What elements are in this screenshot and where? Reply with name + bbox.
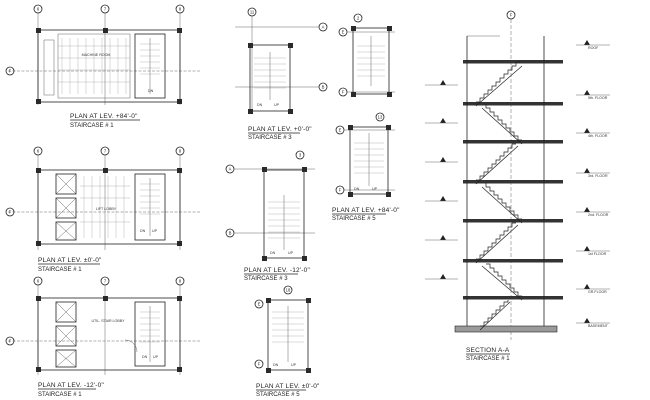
grid-bubble [295, 150, 305, 160]
grid-bubble [175, 276, 185, 286]
plan-small-top: 2 E F [338, 13, 395, 97]
section-title: SECTION A-A [466, 347, 510, 354]
plan-subtitle: STAIRCASE # 5 [332, 216, 376, 222]
section-a-a: F [425, 10, 610, 362]
stair-direction: DN [142, 355, 148, 359]
room-label: MACHINE ROOM [82, 53, 111, 57]
grid-bubble-label: F [339, 188, 342, 193]
grid-bubble-label: 8 [179, 149, 182, 154]
stair-direction: DN [354, 187, 360, 191]
stair-direction: DN [270, 251, 276, 255]
plan-title: PLAN AT LEV. +84'-0" [70, 113, 138, 120]
stair-direction: DN [140, 229, 146, 233]
grid-bubble [254, 299, 264, 309]
plan-title: PLAN AT LEV. ±0'-0" [256, 383, 320, 390]
grid-bubble-label: 13 [378, 115, 383, 120]
plan-subtitle: STAIRCASE # 1 [38, 267, 82, 273]
grid-bubble-label: 11 [250, 10, 255, 15]
grid-bubble [100, 276, 110, 286]
grid-bubble-label: E [258, 302, 261, 307]
plan-staircase-3-lower: 3 A B DN UP PLAN AT LEV. -12'-0" STAIRCA… [225, 150, 315, 282]
plan-staircase-5-upper: 13 E F DN UP PLAN AT LEV. +84'-0" STAIRC… [332, 112, 400, 222]
stair-direction: DN [257, 103, 263, 107]
grid-bubble [100, 146, 110, 156]
plan-machine-room: 6 7 8 F MACHINE ROOM DN PLAN AT LEV. +84… [5, 4, 200, 129]
plan-subtitle: STAIRCASE # 1 [38, 392, 82, 398]
grid-bubble-label: E [339, 128, 342, 133]
grid-bubble-label: A [322, 25, 325, 30]
grid-bubble-label: 2 [357, 16, 360, 21]
plan-title: PLAN AT LEV. +84'-0" [332, 207, 400, 214]
grid-bubble-label: 3 [299, 153, 302, 158]
plan-staircase-3-upper: 11 A B DN UP PLAN AT LEV. +0'-0" STAIRCA… [235, 7, 328, 141]
plan-subtitle: STAIRCASE # 3 [244, 276, 288, 282]
grid-bubble-label: 7 [104, 279, 107, 284]
grid-bubble-label: B [229, 231, 232, 236]
grid-bubble [175, 4, 185, 14]
grid-bubble-label: F [9, 69, 12, 74]
grid-bubble [5, 336, 15, 346]
grid-bubble-label: B [322, 85, 325, 90]
grid-bubble-label: F [510, 13, 513, 18]
grid-bubble [100, 4, 110, 14]
plan-stair-lobby: 6 7 8 F UTIL. STAIR LOBBY DN UP PLAN AT … [5, 276, 200, 398]
plan-title: PLAN AT LEV. ±0'-0" [38, 257, 102, 264]
grid-bubble-label: F [342, 90, 345, 95]
grid-bubble-label: 6 [37, 149, 40, 154]
stair-flights [475, 61, 523, 331]
grid-bubble [5, 207, 15, 217]
stair-direction: UP [153, 355, 159, 359]
grid-bubble [33, 4, 43, 14]
grid-bubble-label: 8 [179, 7, 182, 12]
stair-direction: DN [148, 89, 154, 93]
stair-direction: UP [274, 103, 280, 107]
grid-bubble-label: F [9, 339, 12, 344]
plan-lift-lobby: 6 7 8 F LIFT LOBBY DN UP PLAN AT LEV. ±0… [5, 146, 200, 273]
grid-bubble-label: 6 [37, 279, 40, 284]
plan-staircase-5-lower: 18 E F DN UP PLAN AT LEV. ±0'-0" STAIRCA… [254, 285, 320, 398]
stair-direction: UP [291, 363, 297, 367]
plan-title: PLAN AT LEV. -12'-0" [244, 267, 310, 274]
grid-bubble-label: 18 [286, 288, 291, 293]
grid-bubble-label: 6 [37, 7, 40, 12]
grid-bubble [353, 13, 363, 23]
plan-title: PLAN AT LEV. -12'-0" [38, 382, 104, 389]
grid-bubble-label: E [342, 30, 345, 35]
grid-bubble-label: 7 [104, 7, 107, 12]
grid-bubble [375, 112, 385, 122]
stair-direction: DN [273, 363, 279, 367]
grid-bubble [254, 359, 264, 369]
grid-bubble [33, 276, 43, 286]
level-label: 5th. FLOOR [588, 96, 608, 100]
stair-direction: UP [152, 229, 158, 233]
level-label: BASEMENT [588, 324, 609, 328]
room-label: LIFT LOBBY [96, 207, 117, 211]
grid-bubble [175, 146, 185, 156]
grid-bubble-label: A [229, 167, 232, 172]
plan-subtitle: STAIRCASE # 5 [256, 392, 300, 398]
level-label: 1st FLOOR [588, 252, 607, 256]
level-label: 2nd. FLOOR [588, 213, 609, 217]
plan-subtitle: STAIRCASE # 3 [248, 135, 292, 141]
level-label: 4th. FLOOR [588, 134, 608, 138]
grid-bubble [5, 66, 15, 76]
grid-bubble-label: 8 [179, 279, 182, 284]
grid-bubble [283, 285, 293, 295]
floor-slabs [463, 60, 563, 300]
grid-bubble [33, 146, 43, 156]
section-subtitle: STAIRCASE # 1 [466, 356, 510, 362]
level-markers [425, 40, 610, 324]
stair-direction: UP [288, 251, 294, 255]
level-label: GR.FLOOR [588, 290, 607, 294]
room-label: UTIL. STAIR LOBBY [91, 319, 125, 323]
grid-bubble-label: F [258, 362, 261, 367]
plan-subtitle: STAIRCASE # 1 [70, 123, 114, 129]
grid-bubble-label: F [9, 210, 12, 215]
plan-title: PLAN AT LEV. +0'-0" [248, 126, 312, 133]
grid-bubble-label: 7 [104, 149, 107, 154]
level-label: 3rd. FLOOR [588, 174, 608, 178]
level-label: ROOF [588, 46, 599, 50]
stair-direction: UP [372, 187, 378, 191]
